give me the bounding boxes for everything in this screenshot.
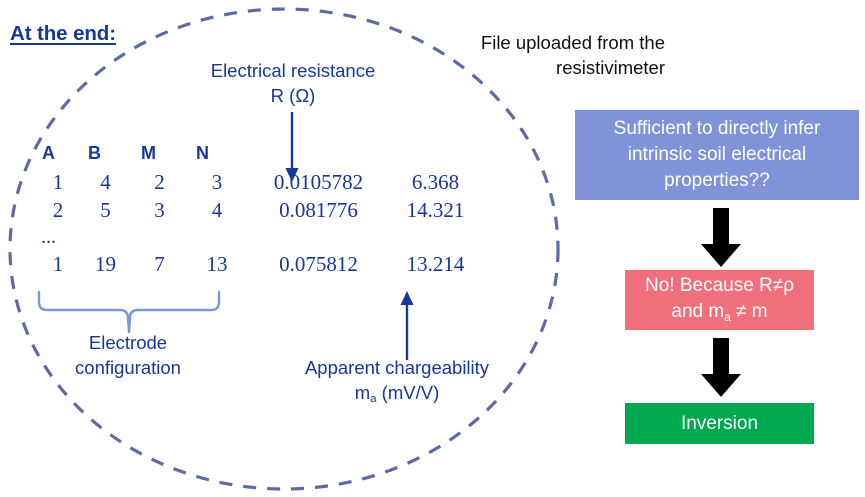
cell-b: 5 [100, 198, 111, 222]
col-header-b: B [88, 143, 101, 163]
flow-box-question[interactable]: Sufficient to directly infer intrinsic s… [575, 110, 859, 200]
cell-ellipsis: ... [41, 226, 56, 248]
col-header-m: M [141, 143, 156, 163]
table-row: 1 4 2 3 0.0105782 6.368 [38, 169, 482, 197]
cell-m: 7 [154, 252, 165, 276]
question-line-2: intrinsic soil electrical [627, 144, 807, 165]
answer-line-2-post: ≠ m [730, 301, 768, 322]
col-header-chargeability [389, 143, 482, 169]
cell-resistance: 0.0105782 [273, 170, 364, 194]
cell-m: 3 [154, 198, 165, 222]
cell-resistance: 0.075812 [279, 252, 358, 276]
cell-resistance: 0.081776 [279, 198, 358, 222]
question-line-3: properties?? [664, 170, 770, 191]
flow-box-answer[interactable]: No! Because R≠ρ and ma ≠ m [625, 270, 814, 330]
chargeability-subscript: a [370, 393, 377, 405]
cell-chargeability: 13.214 [406, 252, 465, 276]
table-row: 1 19 7 13 0.075812 13.214 [38, 251, 482, 279]
cell-a: 1 [52, 170, 64, 194]
resistance-line-2: R (Ω) [270, 85, 316, 106]
question-line-1: Sufficient to directly infer [613, 118, 821, 139]
cell-a: 1 [52, 252, 64, 276]
down-block-arrow-icon-1 [701, 208, 741, 267]
cell-chargeability: 14.321 [406, 198, 465, 222]
flow-box-inversion[interactable]: Inversion [625, 403, 814, 444]
data-table: A B M N 1 4 2 3 0.0105782 6.368 [38, 143, 482, 279]
cell-chargeability: 6.368 [411, 170, 460, 194]
label-electrode-configuration: Electrode configuration [48, 330, 208, 380]
table-row: 2 5 3 4 0.081776 14.321 [38, 197, 482, 225]
cell-b: 19 [95, 252, 116, 276]
label-apparent-chargeability: Apparent chargeability ma (mV/V) [272, 355, 522, 409]
file-note-line-2: resistivimeter [556, 57, 665, 78]
answer-line-1: No! Because R≠ρ [644, 275, 795, 296]
cell-n: 4 [211, 198, 223, 222]
answer-line-2: and ma ≠ m [671, 301, 768, 324]
cell-m: 2 [154, 170, 165, 194]
col-header-a: A [42, 143, 55, 163]
chargeability-line-2: ma (mV/V) [354, 382, 440, 405]
cell-b: 4 [100, 170, 111, 194]
table-row-ellipsis: ... [38, 225, 482, 251]
page-title: At the end: [10, 22, 116, 45]
measurement-table: A B M N 1 4 2 3 0.0105782 6.368 [38, 143, 482, 279]
answer-line-2-pre: and m [671, 301, 725, 322]
chargeability-unit: (mV/V) [376, 382, 440, 403]
resistance-line-1: Electrical resistance [210, 60, 376, 81]
cell-n: 3 [211, 170, 223, 194]
electrode-line-1: Electrode [88, 332, 168, 353]
inversion-label: Inversion [680, 412, 759, 434]
file-upload-note: File uploaded from the resistivimeter [405, 30, 665, 80]
col-header-resistance [248, 143, 389, 169]
answer-subscript: a [724, 311, 731, 324]
electrode-config-brace-icon [37, 290, 221, 334]
down-block-arrow-icon-2 [701, 338, 741, 397]
question-text: Sufficient to directly infer intrinsic s… [614, 116, 821, 194]
answer-text: No! Because R≠ρ and ma ≠ m [645, 273, 794, 327]
electrode-line-2: configuration [75, 357, 181, 378]
chargeability-symbol: m [354, 382, 371, 403]
chargeability-pointer-arrow-icon [400, 291, 414, 360]
file-note-line-1: File uploaded from the [480, 32, 665, 53]
col-header-n: N [196, 143, 209, 163]
table-header-row: A B M N [38, 143, 482, 169]
cell-a: 2 [52, 198, 64, 222]
label-electrical-resistance: Electrical resistance R (Ω) [178, 58, 408, 108]
chargeability-line-1: Apparent chargeability [304, 357, 490, 378]
cell-n: 13 [206, 252, 228, 276]
